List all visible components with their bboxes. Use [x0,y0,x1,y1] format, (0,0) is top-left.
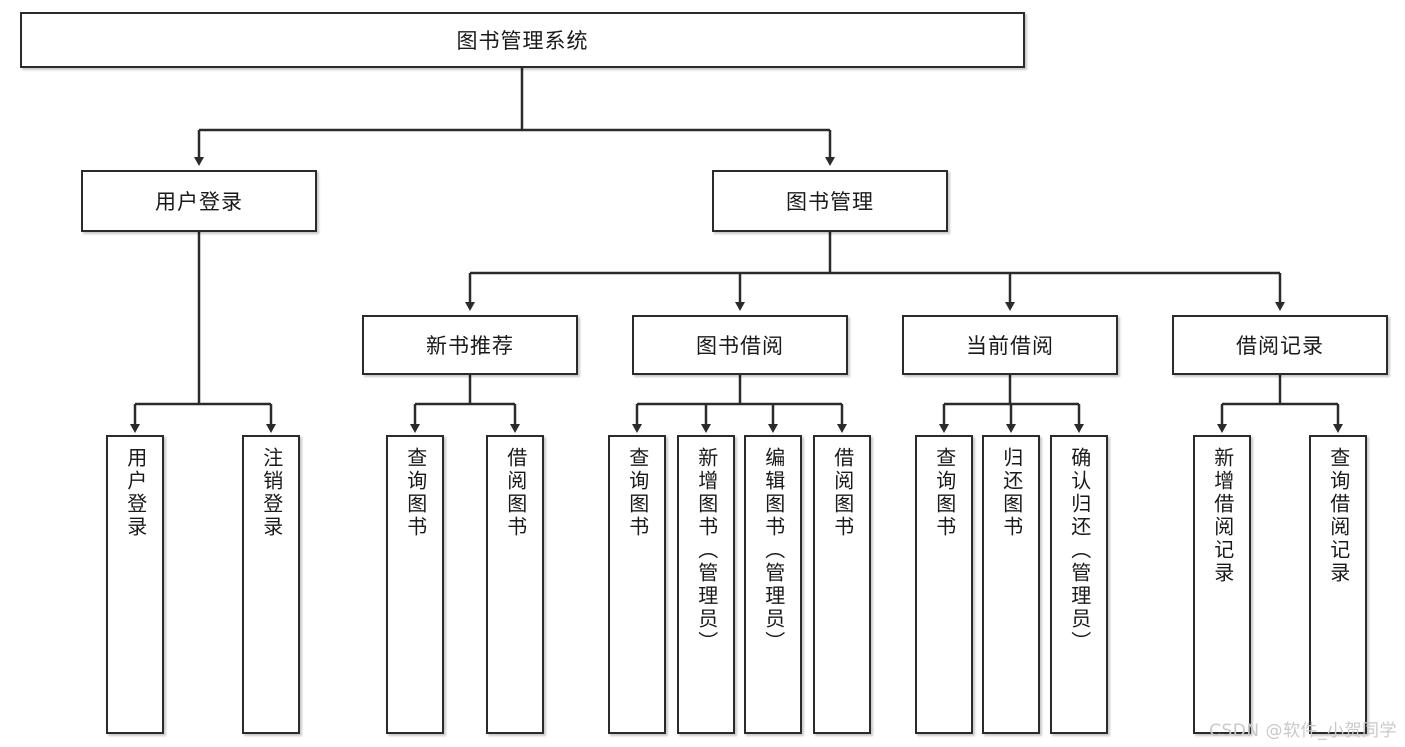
leaf-edit-book-label: 编辑图书（管理员） [761,447,786,654]
node-root[interactable]: 图书管理系统 [20,12,1025,68]
node-user-login-label: 用户登录 [155,190,243,214]
node-new-book-recommend-label: 新书推荐 [426,334,514,358]
node-borrow-record[interactable]: 借阅记录 [1172,315,1388,375]
leaf-confirm-return[interactable]: 确认归还（管理员） [1050,435,1108,734]
leaf-add-book-label: 新增图书（管理员） [694,447,719,654]
node-book-borrow-label: 图书借阅 [696,334,784,358]
leaf-logout-login[interactable]: 注销登录 [242,435,300,734]
node-root-label: 图书管理系统 [456,29,589,53]
node-book-borrow[interactable]: 图书借阅 [632,315,848,375]
leaf-logout-login-label: 注销登录 [259,447,284,539]
node-borrow-record-label: 借阅记录 [1236,334,1324,358]
node-user-login[interactable]: 用户登录 [81,170,317,232]
leaf-user-login[interactable]: 用户登录 [106,435,164,734]
leaf-query-borrow-record-label: 查询借阅记录 [1326,447,1351,585]
leaf-query-book-2[interactable]: 查询图书 [608,435,666,734]
leaf-query-borrow-record[interactable]: 查询借阅记录 [1309,435,1367,734]
leaf-confirm-return-label: 确认归还（管理员） [1067,447,1092,654]
leaf-return-book[interactable]: 归还图书 [982,435,1040,734]
node-current-borrow-label: 当前借阅 [966,334,1054,358]
node-book-management[interactable]: 图书管理 [712,170,948,232]
leaf-query-book-3[interactable]: 查询图书 [915,435,973,734]
leaf-return-book-label: 归还图书 [999,447,1024,539]
leaf-borrow-book-1[interactable]: 借阅图书 [486,435,544,734]
leaf-borrow-book-2[interactable]: 借阅图书 [813,435,871,734]
leaf-query-book-1-label: 查询图书 [403,447,428,539]
leaf-borrow-book-1-label: 借阅图书 [503,447,528,539]
leaf-add-borrow-record[interactable]: 新增借阅记录 [1193,435,1251,734]
leaf-query-book-1[interactable]: 查询图书 [386,435,444,734]
node-book-management-label: 图书管理 [786,190,874,214]
leaf-user-login-label: 用户登录 [123,447,148,539]
leaf-add-borrow-record-label: 新增借阅记录 [1210,447,1235,585]
node-current-borrow[interactable]: 当前借阅 [902,315,1118,375]
watermark: CSDN @软件_小贺同学 [1209,721,1397,741]
leaf-borrow-book-2-label: 借阅图书 [830,447,855,539]
node-new-book-recommend[interactable]: 新书推荐 [362,315,578,375]
leaf-query-book-3-label: 查询图书 [932,447,957,539]
leaf-query-book-2-label: 查询图书 [625,447,650,539]
leaf-edit-book[interactable]: 编辑图书（管理员） [744,435,802,734]
leaf-add-book[interactable]: 新增图书（管理员） [677,435,735,734]
